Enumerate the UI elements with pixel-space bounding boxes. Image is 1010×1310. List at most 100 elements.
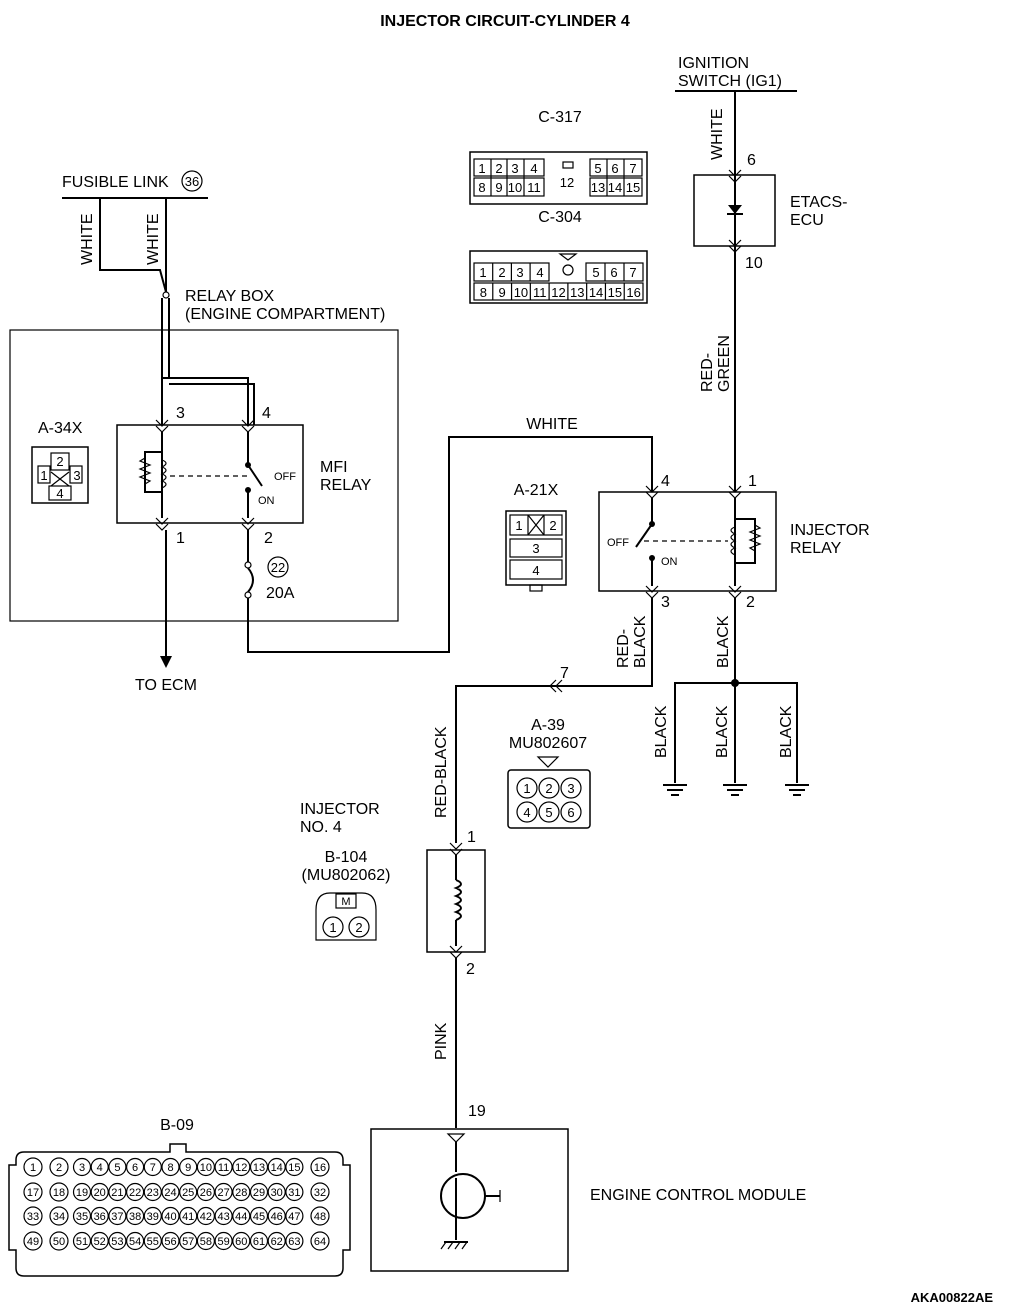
b09-pin-23: 23 (147, 1187, 159, 1199)
b09-pin-circle (214, 1157, 233, 1177)
wire-label-red-green-1: RED- (699, 353, 716, 392)
wire-white-mid (247, 436, 653, 653)
b09-pin-circle (310, 1157, 330, 1177)
c304-pin-3: 3 (516, 265, 523, 280)
b09-pin-circle (285, 1157, 304, 1177)
ecm-box (370, 1128, 569, 1272)
fusible-link-number: 36 (185, 174, 199, 189)
wire-label-black-relay: BLACK (715, 615, 732, 668)
b09-pin-19: 19 (76, 1187, 88, 1199)
c304-pin-4: 4 (536, 265, 543, 280)
mfi-pin-3: 3 (176, 405, 185, 422)
b09-pin-35: 35 (76, 1211, 88, 1223)
c317-pin-14: 14 (608, 180, 622, 195)
b09-pin-circle (49, 1182, 69, 1202)
a39-pin-1: 1 (523, 781, 530, 796)
injector-pin-1: 1 (467, 829, 476, 846)
connector-a34x: 2 1 3 4 (31, 446, 89, 504)
b09-pin-circle (126, 1206, 145, 1226)
c304-pin-11: 11 (533, 285, 547, 300)
a21x-pin-2: 2 (549, 518, 556, 533)
a21x-pin-1: 1 (515, 518, 522, 533)
c304-pin-7: 7 (629, 265, 636, 280)
b09-pin-25: 25 (182, 1187, 194, 1199)
connector-c317-label: C-317 (538, 109, 582, 126)
b09-pin-64: 64 (314, 1236, 326, 1248)
c317-pin-2: 2 (495, 161, 502, 176)
b09-pin-29: 29 (253, 1187, 265, 1199)
c317-pin-4: 4 (530, 161, 537, 176)
b09-pin-circle (179, 1182, 198, 1202)
inj-relay-off-label: OFF (607, 537, 629, 549)
b09-pin-circle (267, 1206, 286, 1226)
relay-box-label-line1: RELAY BOX (185, 288, 275, 305)
b09-pin-circle (72, 1182, 92, 1202)
wire-white-a (99, 198, 167, 293)
connector-b104: M 1 2 (315, 892, 377, 941)
a21x-pin-3: 3 (532, 541, 539, 556)
b09-pin-circle (214, 1231, 233, 1251)
b09-pin-circle (179, 1206, 198, 1226)
b09-pin-52: 52 (94, 1236, 106, 1248)
b09-pin-circle (310, 1182, 330, 1202)
wire-label-black-g3: BLACK (778, 705, 795, 758)
a21x-pin-4: 4 (532, 563, 539, 578)
b09-pin-circle (196, 1206, 215, 1226)
wire-label-white-a: WHITE (79, 213, 96, 265)
ground-icon (723, 784, 747, 796)
inj-relay-label-line1: INJECTOR (790, 522, 870, 539)
c317-pin-8: 8 (478, 180, 485, 195)
c304-pin-2: 2 (498, 265, 505, 280)
to-ecm-arrow-icon (160, 656, 172, 668)
b09-pin-circle (90, 1182, 109, 1202)
c317-pin-1: 1 (478, 161, 485, 176)
b09-pin-16: 16 (314, 1162, 326, 1174)
b09-pin-circle (196, 1157, 215, 1177)
inj-relay-label-line2: RELAY (790, 540, 842, 557)
b09-pin-circle (108, 1157, 127, 1177)
inj-relay-resistor-icon (748, 524, 762, 552)
c304-pin-13: 13 (570, 285, 584, 300)
c304-pin-8: 8 (480, 285, 487, 300)
b09-pin-circle (232, 1182, 251, 1202)
wire-red-black (455, 598, 653, 843)
b09-pin-49: 49 (27, 1236, 39, 1248)
b09-pin-circle (90, 1231, 109, 1251)
b09-pin-21: 21 (111, 1187, 123, 1199)
connector-c317: 1 2 3 4 5 6 7 8 9 10 11 12 13 14 15 (469, 151, 648, 205)
connector-a21x: 1 2 3 4 (505, 510, 567, 592)
b09-pin-circle (90, 1157, 109, 1177)
c317-pin-7: 7 (629, 161, 636, 176)
b09-pin-55: 55 (147, 1236, 159, 1248)
mfi-label-line1: MFI (320, 459, 348, 476)
b09-pin-circle (249, 1157, 269, 1177)
b09-pin-33: 33 (27, 1211, 39, 1223)
b09-pin-27: 27 (217, 1187, 229, 1199)
b09-pin-45: 45 (253, 1211, 265, 1223)
c317-pin-6: 6 (611, 161, 618, 176)
b09-pin-37: 37 (111, 1211, 123, 1223)
mfi-relay-resistor-icon (138, 457, 152, 485)
b09-pin-circle (249, 1182, 269, 1202)
b09-pin-circle (108, 1206, 127, 1226)
ecm-pin-19: 19 (468, 1103, 486, 1120)
b09-pin-36: 36 (94, 1211, 106, 1223)
b09-pin-41: 41 (182, 1211, 194, 1223)
c304-pin-12: 12 (551, 285, 565, 300)
connector-b104-label2: (MU802062) (302, 867, 391, 884)
b09-pin-circle (72, 1157, 92, 1177)
connector-a39-label2: MU802607 (509, 735, 587, 752)
b09-pin-20: 20 (94, 1187, 106, 1199)
b09-pin-62: 62 (271, 1236, 283, 1248)
diode-icon (728, 205, 742, 214)
mfi-pin-2: 2 (264, 530, 273, 547)
b09-pin-circle (49, 1206, 69, 1226)
b09-pin-12: 12 (235, 1162, 247, 1174)
a39-pin-6: 6 (567, 805, 574, 820)
c304-pin-14: 14 (589, 285, 603, 300)
b09-pin-14: 14 (271, 1162, 283, 1174)
b09-pin-10: 10 (200, 1162, 212, 1174)
c304-pin-1: 1 (479, 265, 486, 280)
